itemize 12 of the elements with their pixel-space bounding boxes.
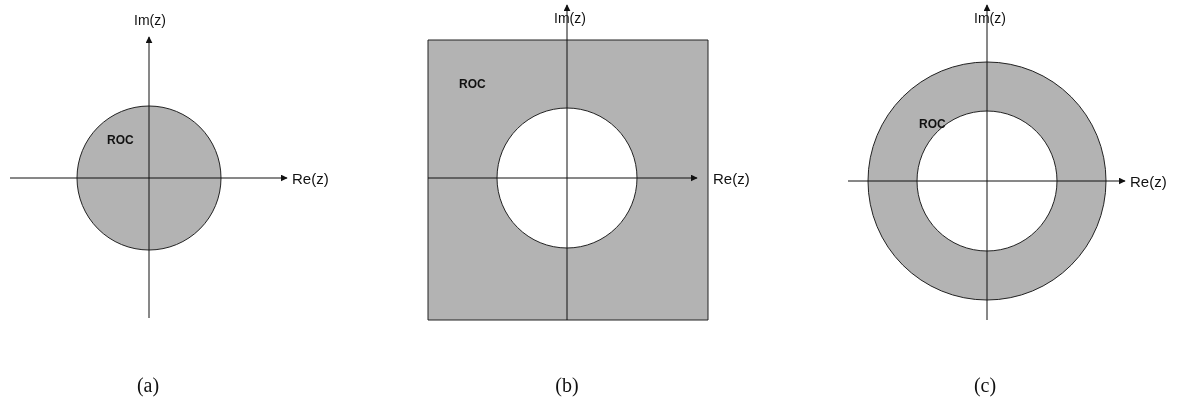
- roc-label: ROC: [459, 77, 486, 91]
- roc-label: ROC: [919, 117, 946, 131]
- axis-label: Im(z): [134, 12, 166, 28]
- axis-label: Im(z): [554, 10, 586, 26]
- axis-label: Re(z): [1130, 172, 1167, 190]
- axis-label: Re(z): [713, 169, 750, 187]
- axis-label: Re(z): [292, 169, 329, 187]
- axis-label: Im(z): [974, 10, 1006, 26]
- roc-label: ROC: [107, 133, 134, 147]
- panel-caption: (a): [136, 373, 160, 397]
- panel-caption: (b): [555, 373, 579, 397]
- panel-caption: (c): [973, 373, 997, 397]
